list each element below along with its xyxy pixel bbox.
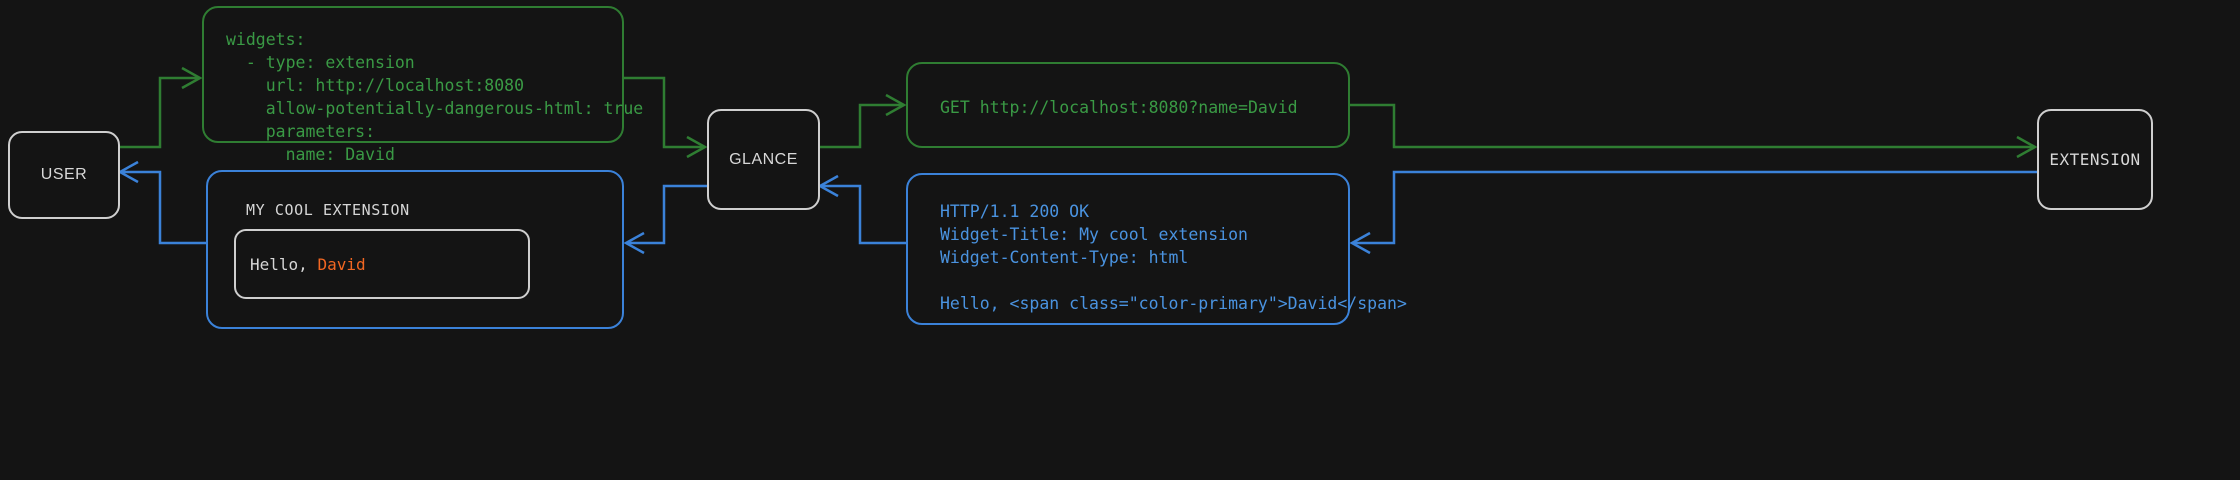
widget-title: MY COOL EXTENSION — [246, 201, 410, 219]
http-request-panel: GET http://localhost:8080?name=David — [906, 62, 1350, 148]
edge-response-to-glance — [817, 174, 906, 245]
edge-glance-to-widget — [623, 184, 707, 255]
node-user-label: USER — [40, 166, 88, 183]
widget-body-text: Hello, David — [250, 255, 366, 274]
widget-name-value: David — [317, 255, 366, 274]
widget-body-box: Hello, David — [234, 229, 530, 299]
node-user[interactable]: USER — [8, 131, 120, 219]
node-glance[interactable]: GLANCE — [707, 109, 820, 210]
config-yaml-panel: widgets: - type: extension url: http://l… — [202, 6, 643, 164]
widget-greeting-text: Hello, — [250, 255, 318, 274]
http-response-code: HTTP/1.1 200 OK Widget-Title: My cool ex… — [940, 202, 1407, 313]
rendered-widget-panel: MY COOL EXTENSION Hello, David — [206, 170, 624, 329]
config-yaml-code: widgets: - type: extension url: http://l… — [226, 30, 644, 164]
edge-extension-to-response — [1349, 170, 2037, 255]
node-glance-label: GLANCE — [729, 150, 798, 168]
http-request-code: GET http://localhost:8080?name=David — [940, 98, 1298, 117]
edge-widget-to-user — [117, 160, 206, 245]
edge-glance-to-request — [820, 93, 907, 149]
edge-user-to-config — [120, 66, 203, 149]
node-extension-label: EXTENSION — [2049, 150, 2141, 169]
http-response-panel: HTTP/1.1 200 OK Widget-Title: My cool ex… — [906, 173, 1407, 325]
node-extension[interactable]: EXTENSION — [2037, 109, 2153, 210]
edge-request-to-extension — [1350, 103, 2038, 159]
